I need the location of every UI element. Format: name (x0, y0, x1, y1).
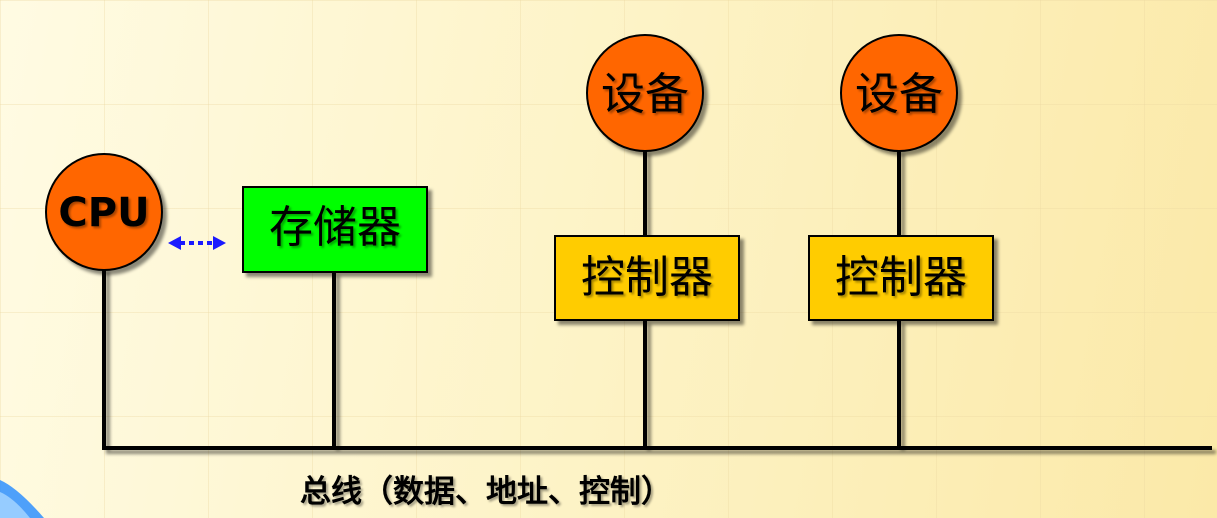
bus-caption: 总线（数据、地址、控制） (300, 474, 672, 510)
device-2-label: 设备 (855, 69, 943, 120)
cpu-memory-arrow (168, 236, 226, 250)
controller-1-box (554, 235, 740, 321)
memory-label: 存储器 (269, 202, 401, 253)
controller-2-label: 控制器 (835, 252, 967, 303)
controller-2-node: 控制器 (808, 235, 994, 321)
device-1-circle (586, 34, 704, 152)
cpu-label: CPU (58, 190, 149, 236)
memory-node: 存储器 (242, 186, 428, 273)
memory-box (242, 186, 428, 273)
controller-2-box (808, 235, 994, 321)
connector-lines (102, 150, 1212, 450)
device-1-node: 设备 (586, 34, 704, 152)
device-2-circle (840, 34, 958, 152)
cpu-circle (45, 153, 163, 271)
device-2-node: 设备 (840, 34, 958, 152)
arrow-head-right-icon (213, 236, 226, 250)
controller-1-label: 控制器 (581, 252, 713, 303)
arrow-head-left-icon (168, 236, 181, 250)
controller-1-node: 控制器 (554, 235, 740, 321)
device-1-label: 设备 (601, 69, 689, 120)
cpu-node: CPU (45, 153, 163, 271)
